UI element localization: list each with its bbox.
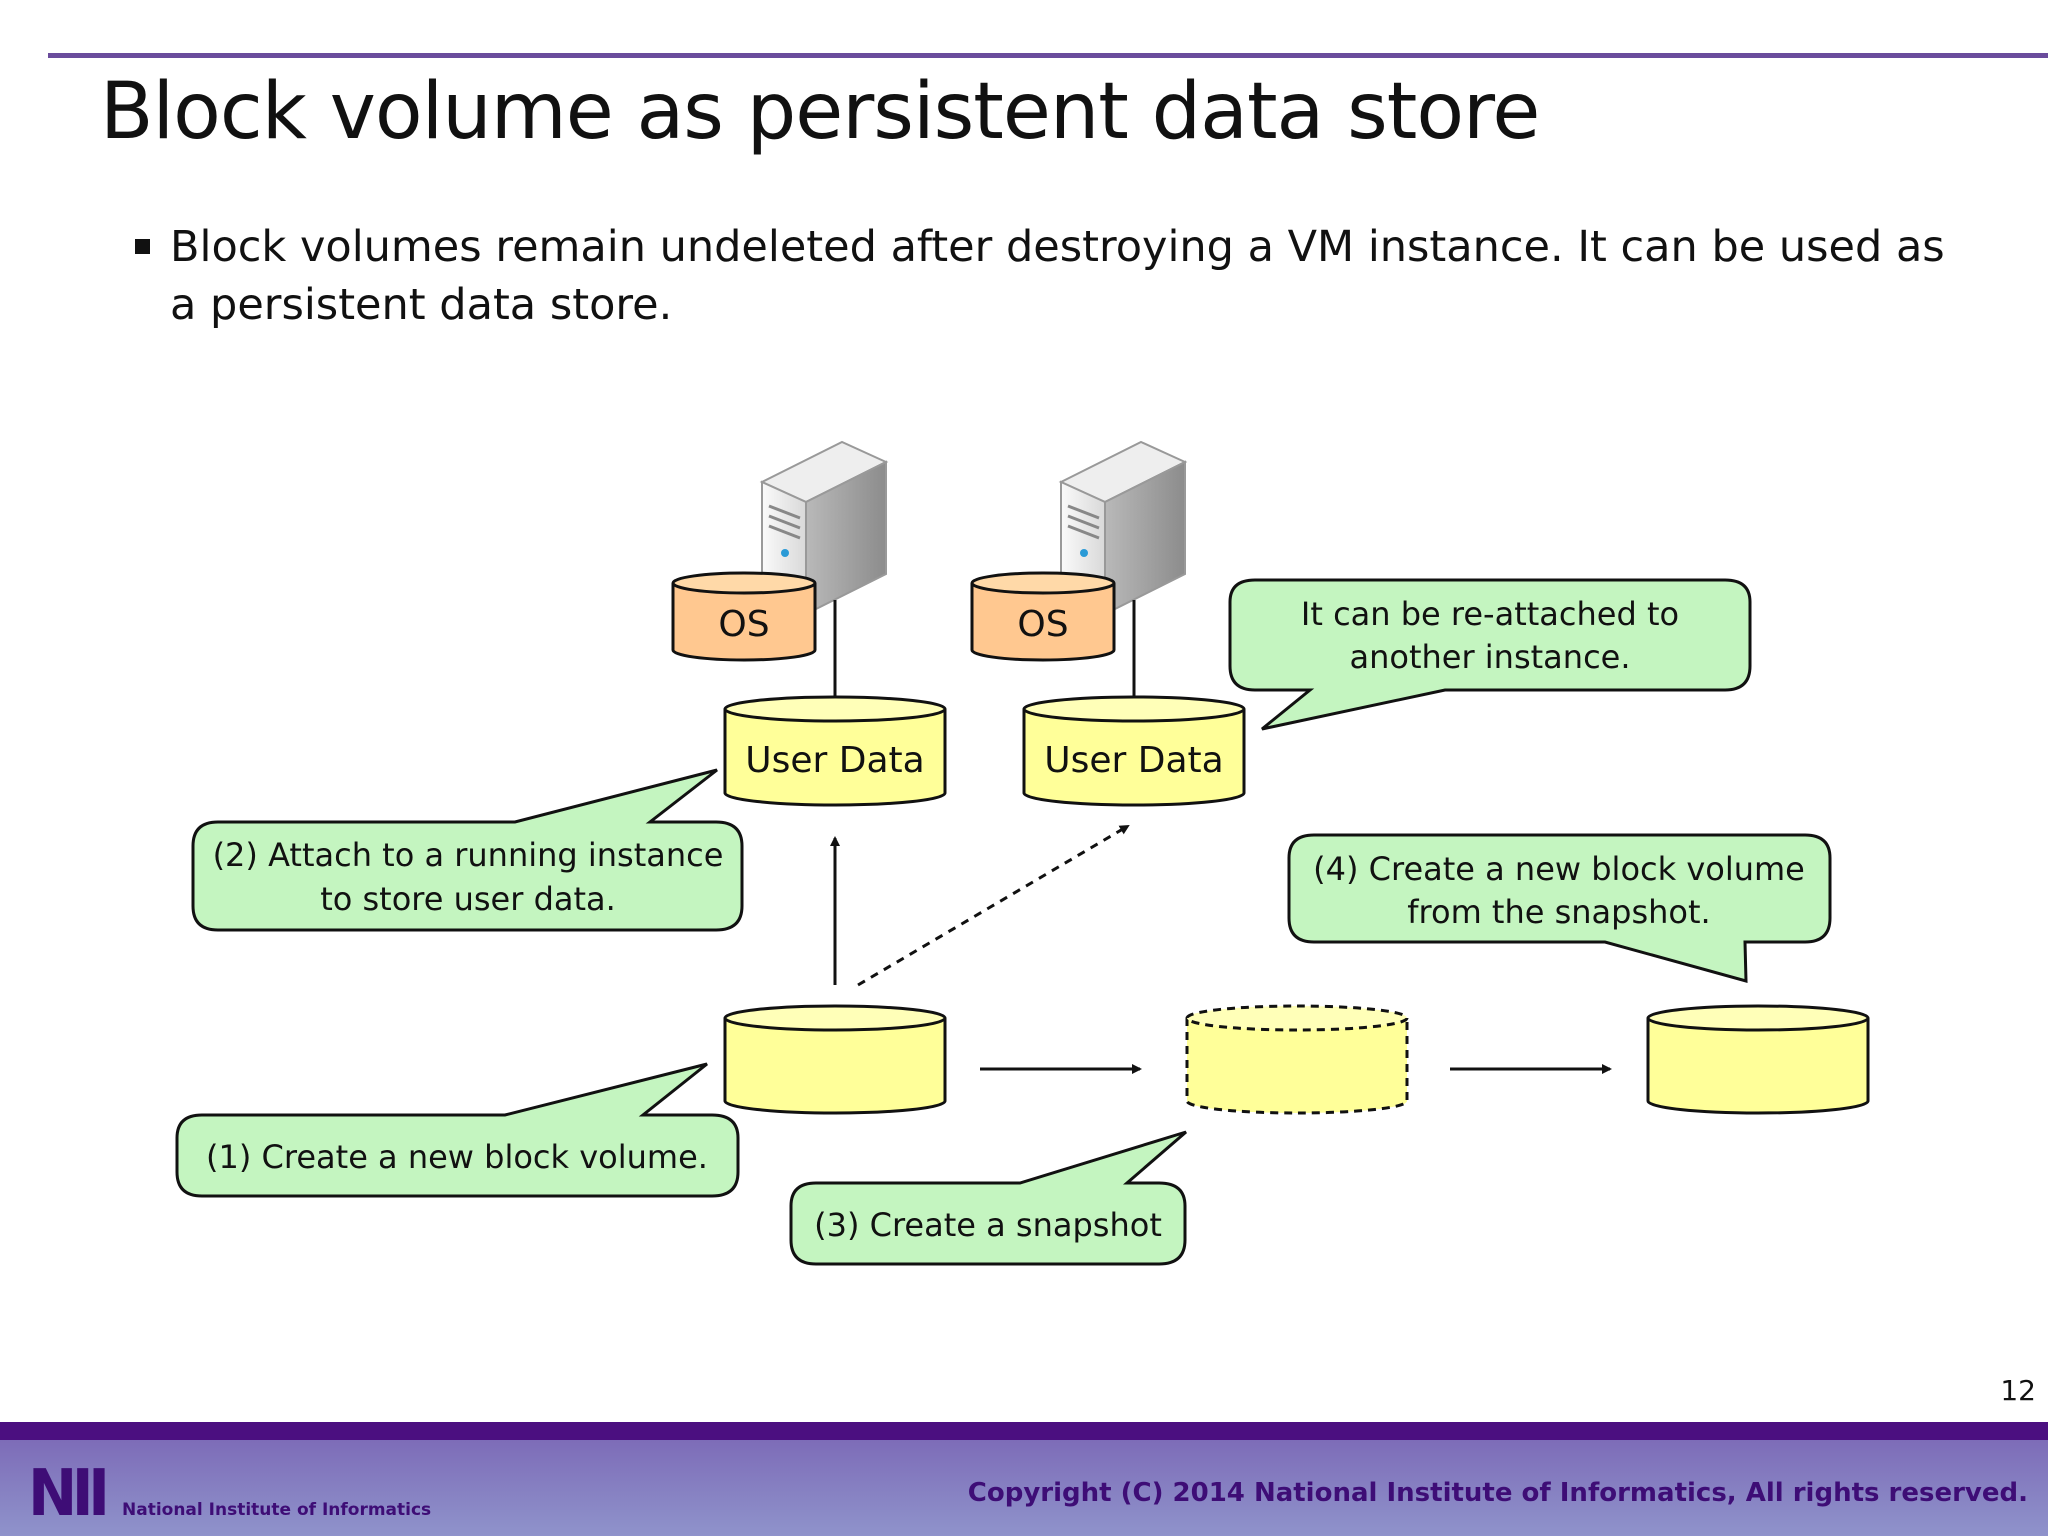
bubble-reattach: It can be re-attached to another instanc… xyxy=(1228,578,1752,731)
bubble-snapshot-line-2: from the snapshot. xyxy=(1407,893,1710,931)
bubble-snapshot: (3) Create a snapshot xyxy=(789,1130,1187,1266)
logo-text: National Institute of Informatics xyxy=(122,1500,432,1520)
nii-logo: NII National Institute of Informatics xyxy=(28,1457,431,1531)
bubble-attach-line-1: (2) Attach to a running instance xyxy=(213,836,724,874)
user-data-label-1: User Data xyxy=(745,740,924,781)
copyright-text: Copyright (C) 2014 National Institute of… xyxy=(967,1478,2028,1508)
user-data-volume-1: User Data xyxy=(723,695,947,807)
os-volume-2: OS xyxy=(970,571,1116,662)
footer-bar xyxy=(0,1422,2048,1536)
page-number: 12 xyxy=(2000,1374,2036,1407)
bubble-reattach-line-1: It can be re-attached to xyxy=(1301,595,1679,633)
logo-mark: NII xyxy=(28,1457,110,1531)
bubble-snapshot-line-1: (4) Create a new block volume xyxy=(1313,850,1805,888)
bubble-attach: (2) Attach to a running instance to stor… xyxy=(191,768,744,932)
server-icon-1 xyxy=(759,440,889,616)
bullet-square-icon xyxy=(135,239,150,254)
bubble-create-volume-text: (1) Create a new block volume. xyxy=(206,1138,708,1176)
user-data-volume-2: User Data xyxy=(1022,695,1246,807)
os-label-1: OS xyxy=(718,604,769,645)
os-label-2: OS xyxy=(1017,604,1068,645)
title-rule xyxy=(48,53,2048,58)
new-block-volume xyxy=(723,1004,947,1115)
bubble-snapshot-text: (3) Create a snapshot xyxy=(814,1206,1162,1244)
os-volume-1: OS xyxy=(671,571,817,662)
block-volume-diagram: OS OS User Data User Data It can be re-a… xyxy=(175,440,1870,1266)
reattach-dashed-arrow xyxy=(857,824,1130,987)
snapshot-volume xyxy=(1185,1004,1409,1115)
bullet-text: Block volumes remain undeleted after des… xyxy=(170,222,1945,330)
bubble-reattach-line-2: another instance. xyxy=(1349,638,1630,676)
bubble-attach-line-2: to store user data. xyxy=(320,880,616,918)
bubble-new-from-snapshot: (4) Create a new block volume from the s… xyxy=(1287,833,1832,983)
user-data-label-2: User Data xyxy=(1044,740,1223,781)
bubble-create-volume: (1) Create a new block volume. xyxy=(175,1062,740,1198)
restored-block-volume xyxy=(1646,1004,1870,1115)
slide-title: Block volume as persistent data store xyxy=(100,67,1540,157)
